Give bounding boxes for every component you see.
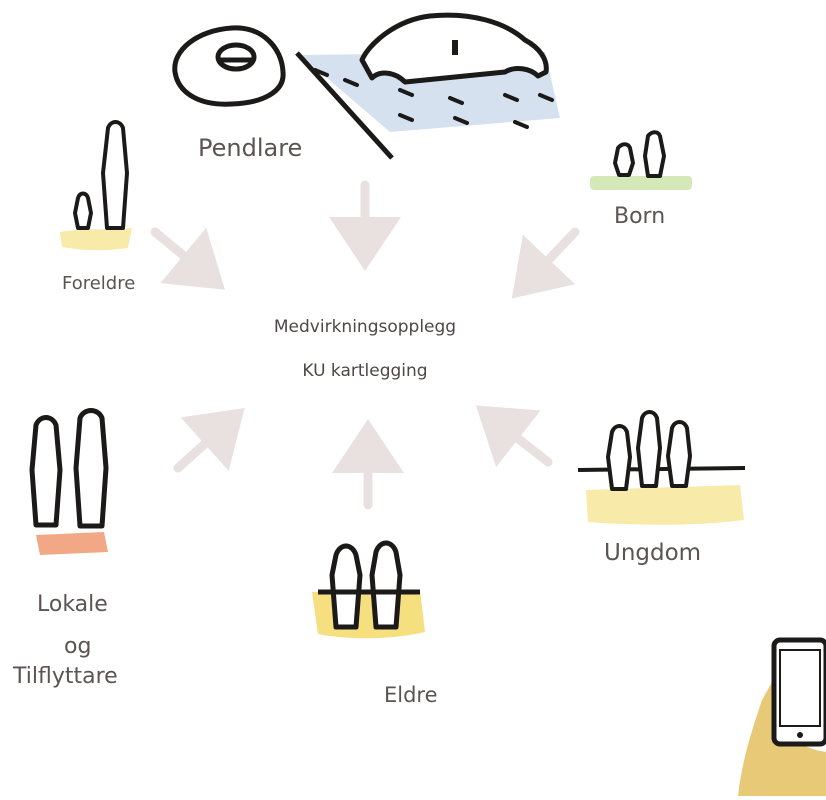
people-icon (608, 412, 690, 489)
arrow-icon (518, 232, 575, 292)
label-lokale: Lokale (37, 592, 108, 617)
ground-yellow (60, 228, 132, 250)
arrow-icon (178, 414, 238, 468)
label-ungdom: Ungdom (604, 540, 701, 566)
ground-salmon (36, 532, 108, 555)
horizon-line (578, 468, 745, 470)
label-born: Born (614, 204, 665, 229)
ground-green (590, 176, 692, 190)
people-icon (615, 132, 664, 176)
label-eldre: Eldre (384, 683, 438, 707)
people-icon (32, 411, 106, 527)
people-icon (75, 122, 127, 228)
label-og: og (64, 634, 91, 659)
center-title: Medvirkningsopplegg (230, 317, 500, 337)
label-pendlare: Pendlare (198, 134, 302, 162)
label-tilflyttare: Tilflyttare (13, 664, 118, 689)
arrow-icon (483, 411, 548, 462)
ground-yellow (586, 485, 744, 525)
smartphone-icon (774, 640, 826, 744)
label-foreldre: Foreldre (62, 273, 135, 294)
ground-yellow (312, 590, 425, 638)
roundabout-icon (175, 28, 283, 104)
arrow-icon (155, 232, 218, 284)
center-subtitle: KU kartlegging (230, 361, 500, 381)
